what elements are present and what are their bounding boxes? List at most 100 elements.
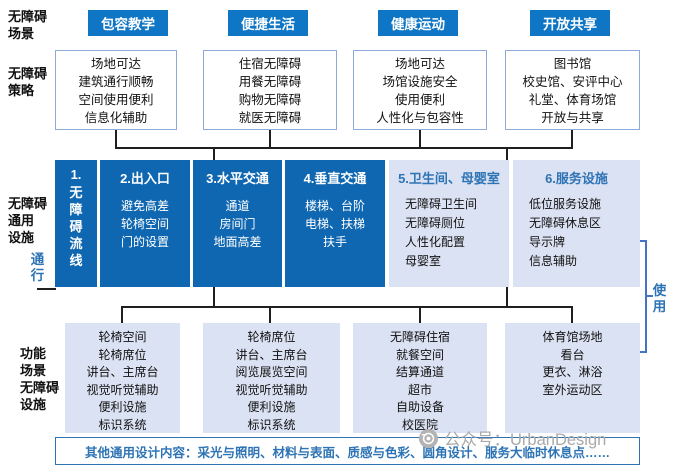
text-line: 导示牌	[529, 235, 566, 249]
text-line: 信息辅助	[529, 254, 578, 268]
text-line: 体育馆场地	[542, 330, 603, 344]
text-line: 避免高差	[120, 199, 169, 213]
text-line: 便利设施	[98, 400, 147, 414]
text-line: 房间门	[219, 217, 256, 231]
band-col3-title: 3.水平交通	[206, 171, 269, 186]
text-line: 轮椅席位	[98, 347, 147, 362]
text-line: 看台	[560, 347, 585, 362]
band-col-toilet-nursery: 5.卫生间、母婴室 无障碍卫生间无障碍厕位人性化配置母婴室	[389, 160, 509, 287]
scenario-button-inclusive-teaching: 包容教学	[88, 10, 168, 36]
band-col4-title: 4.垂直交通	[303, 171, 367, 186]
scenario-button-healthy-sports: 健康运动	[378, 10, 458, 36]
use-bracket-mid-tick	[645, 295, 653, 297]
text-line: 使用便利	[394, 93, 445, 107]
connector-fn-drop-4	[571, 306, 573, 323]
camera-icon	[418, 428, 439, 449]
text-line: 门的设置	[120, 235, 169, 249]
connector-bus-bottom	[121, 306, 573, 308]
text-line: 便利设施	[247, 400, 296, 414]
function-box-living: 无障碍住宿就餐空间结算通道超市自助设备校医院	[353, 323, 487, 433]
connector-drop-right	[506, 147, 508, 161]
other-universal-design-text: 其他通用设计内容：采光与照明、材料与表面、质感与色彩、圆角设计、服务大临时休息点…	[84, 445, 610, 460]
watermark: 公众号：UrbanDesign	[418, 426, 606, 450]
text-line: 无障碍休息区	[529, 216, 602, 230]
text-line: 阅览展览空间	[235, 365, 308, 379]
text-line: 轮椅席位	[247, 330, 296, 344]
connector-stub-1	[115, 130, 117, 149]
function-box-teaching: 轮椅空间轮椅席位讲台、主席台视觉听觉辅助便利设施标识系统	[65, 323, 180, 433]
text-line: 讲台、主席台	[86, 365, 159, 379]
band-col-horizontal-traffic: 3.水平交通 通道房间门地面高差	[193, 160, 282, 287]
circulation-label: 通行	[30, 252, 45, 283]
row-label-general: 无障碍 通用 设施	[8, 196, 48, 245]
connector-fn-drop-2	[269, 306, 271, 323]
circulation-connector-line	[37, 288, 56, 290]
text-line: 电梯、扶梯	[304, 217, 365, 231]
text-line: 更衣、淋浴	[542, 365, 603, 379]
band-col2-title: 2.出入口	[120, 171, 170, 186]
text-line: 用餐无障碍	[238, 75, 302, 89]
text-line: 标识系统	[247, 417, 296, 432]
connector-fn-drop-1	[121, 306, 123, 323]
text-line: 校医院	[401, 417, 438, 432]
text-line: 轮椅空间	[98, 330, 147, 344]
strategy-box-sports: 场地可达场馆设施安全使用便利人性化与包容性	[353, 50, 487, 130]
connector-band-drop-left	[213, 287, 215, 308]
connector-stub-3	[419, 130, 421, 149]
text-line: 场馆设施安全	[382, 75, 458, 89]
text-line: 空间使用便利	[78, 93, 154, 107]
text-line: 楼梯、台阶	[304, 199, 365, 213]
band-col-service-facilities: 6.服务设施 低位服务设施无障碍休息区导示牌信息辅助	[513, 160, 640, 287]
text-line: 就医无障碍	[238, 111, 302, 125]
band-col-flow-line: 1. 无障碍流线	[55, 160, 97, 287]
text-line: 人性化与包容性	[376, 111, 464, 125]
strategy-box-living: 住宿无障碍用餐无障碍购物无障碍就医无障碍	[203, 50, 337, 130]
watermark-text: 公众号：UrbanDesign	[444, 431, 607, 449]
strategy-box-sharing: 图书馆校史馆、安评中心礼堂、体育场馆开放与共享	[505, 50, 640, 130]
band-col2-items: 避免高差轮椅空间门的设置	[100, 197, 190, 251]
text-line: 场地可达	[394, 57, 445, 71]
row-label-functional: 功能 场景 无障碍 设施	[20, 346, 60, 412]
band-col6-items: 低位服务设施无障碍休息区导示牌信息辅助	[513, 195, 640, 271]
connector-stub-2	[269, 130, 271, 149]
band-col5-title: 5.卫生间、母婴室	[398, 171, 500, 186]
band-col6-title: 6.服务设施	[545, 171, 608, 186]
text-line: 讲台、主席台	[235, 347, 308, 362]
text-line: 轮椅空间	[120, 217, 169, 231]
band-col-vertical-traffic: 4.垂直交通 楼梯、台阶电梯、扶梯扶手	[285, 160, 385, 287]
band-col4-items: 楼梯、台阶电梯、扶梯扶手	[285, 197, 385, 251]
row-label-scenario: 无障碍 场景	[8, 9, 48, 41]
text-line: 母婴室	[405, 254, 442, 268]
text-line: 无障碍卫生间	[405, 197, 478, 211]
text-line: 住宿无障碍	[238, 57, 302, 71]
text-line: 人性化配置	[405, 235, 466, 249]
text-line: 标识系统	[98, 417, 147, 432]
text-line: 扶手	[322, 235, 347, 249]
text-line: 室外运动区	[542, 382, 603, 397]
text-line: 场地可达	[90, 57, 141, 71]
text-line: 无障碍住宿	[389, 330, 450, 344]
text-line: 视觉听觉辅助	[86, 382, 159, 397]
connector-band-drop-right	[506, 287, 508, 308]
text-line: 超市	[407, 382, 432, 397]
strategy-box-teaching: 场地可达建筑通行顺畅空间使用便利信息化辅助	[55, 50, 177, 130]
text-line: 地面高差	[213, 235, 262, 249]
text-line: 低位服务设施	[529, 197, 602, 211]
text-line: 开放与共享	[541, 111, 604, 125]
band-col3-items: 通道房间门地面高差	[193, 197, 282, 251]
text-line: 视觉听觉辅助	[235, 382, 308, 397]
scenario-button-open-sharing: 开放共享	[530, 10, 610, 36]
text-line: 建筑通行顺畅	[78, 75, 154, 89]
text-line: 礼堂、体育场馆	[528, 93, 617, 107]
text-line: 信息化辅助	[84, 111, 148, 125]
band-col-entrance: 2.出入口 避免高差轮椅空间门的设置	[100, 160, 190, 287]
text-line: 结算通道	[395, 365, 444, 379]
row-label-strategy: 无障碍 策略	[8, 66, 48, 98]
text-line: 通道	[225, 199, 250, 213]
function-box-library: 轮椅席位讲台、主席台阅览展览空间视觉听觉辅助便利设施标识系统	[203, 323, 340, 433]
text-line: 自助设备	[395, 400, 444, 414]
text-line: 就餐空间	[395, 347, 444, 362]
other-universal-design-bar: 其他通用设计内容：采光与照明、材料与表面、质感与色彩、圆角设计、服务大临时休息点…	[55, 437, 640, 465]
text-line: 校史馆、安评中心	[522, 75, 623, 89]
